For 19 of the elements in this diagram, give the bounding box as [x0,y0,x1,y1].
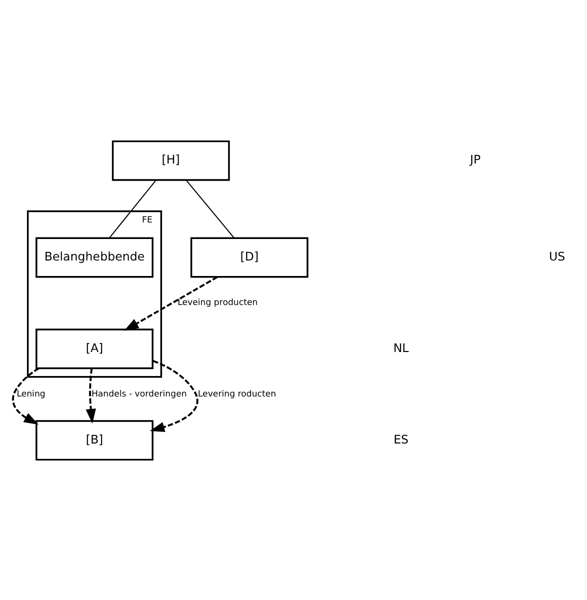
label: JP [470,152,481,166]
connector [186,180,235,238]
node-box: [A] [36,328,154,369]
edge-label: Handels - vorderingen [91,389,187,400]
edge-label: Leveing producten [178,298,258,308]
label: US [548,248,566,263]
edge-label: Lening [16,389,46,400]
arrow [86,368,96,424]
arrow [150,359,198,432]
node-box: [B] [36,420,154,460]
arrow [124,276,218,330]
node-box: [H] [112,140,230,180]
connector [108,180,156,238]
label: ES [394,432,409,446]
edge-label: Levering roducten [198,389,276,400]
node-box: Belanghebbende [36,236,154,278]
arrow [12,366,40,424]
node-box: [D] [190,236,308,278]
label: NL [393,340,409,354]
